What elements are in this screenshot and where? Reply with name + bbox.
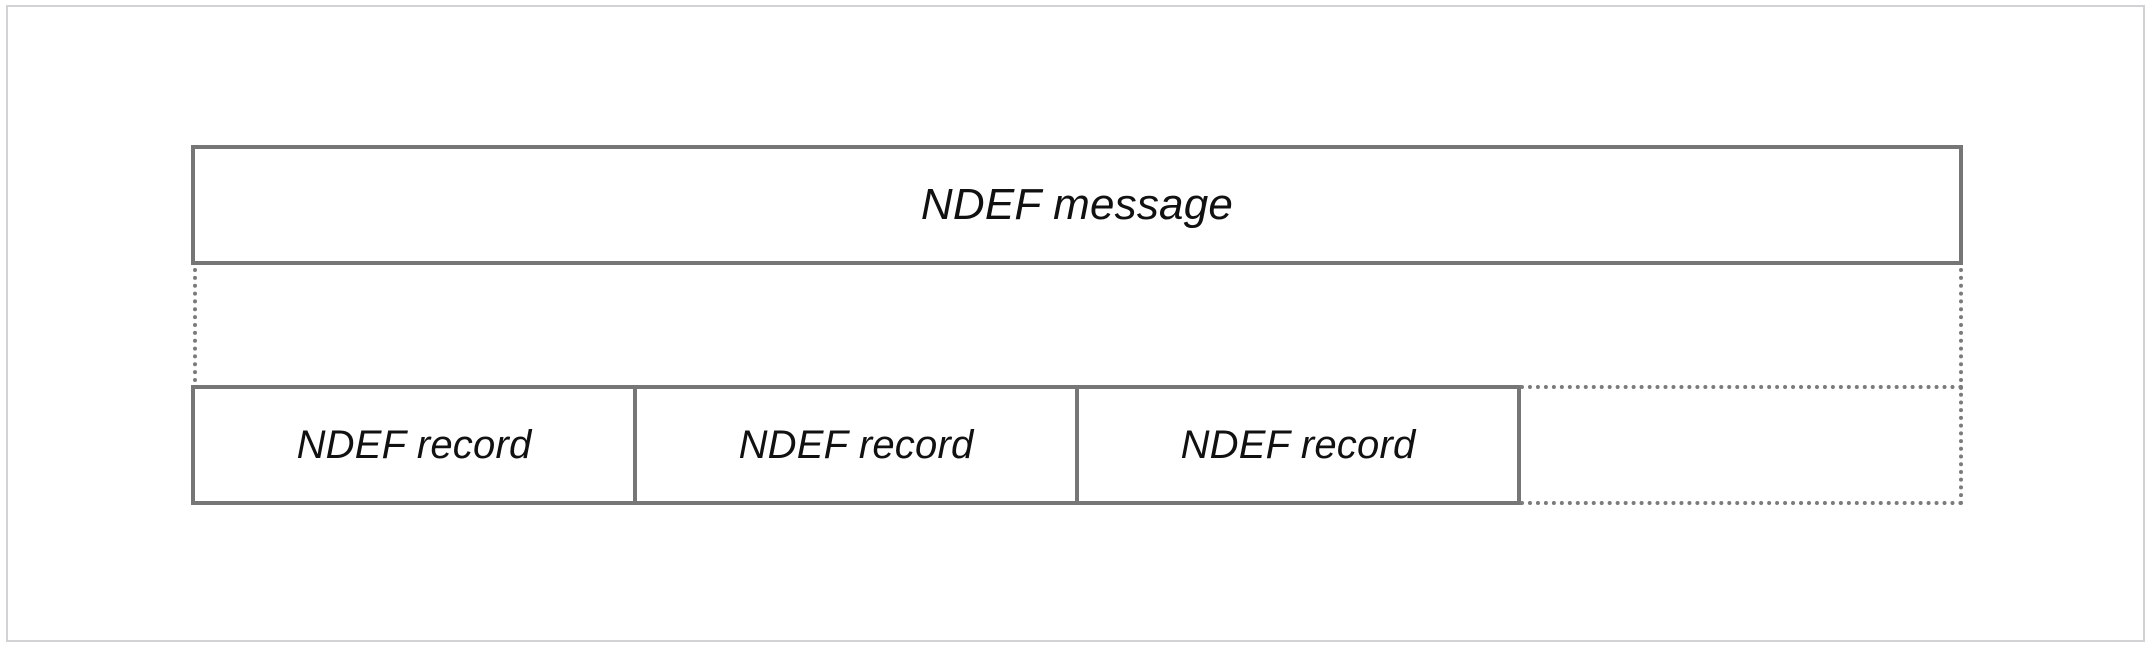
ndef-record-box-1: NDEF record [195, 389, 637, 501]
ndef-record-box-3: NDEF record [1079, 389, 1517, 501]
ndef-record-continuation-box [1520, 385, 1963, 505]
ndef-record-label-1: NDEF record [296, 423, 532, 467]
ndef-record-row: NDEF record NDEF record NDEF record [191, 385, 1963, 505]
figure-frame [6, 5, 2145, 642]
expansion-guide-left [193, 268, 197, 390]
expansion-guide-right [1959, 268, 1963, 390]
ndef-record-label-2: NDEF record [738, 423, 974, 467]
ndef-message-box: NDEF message [191, 145, 1963, 265]
ndef-record-box-2: NDEF record [637, 389, 1079, 501]
ndef-message-label: NDEF message [920, 180, 1234, 229]
ndef-record-group: NDEF record NDEF record NDEF record [191, 385, 1521, 505]
ndef-record-label-3: NDEF record [1180, 423, 1416, 467]
